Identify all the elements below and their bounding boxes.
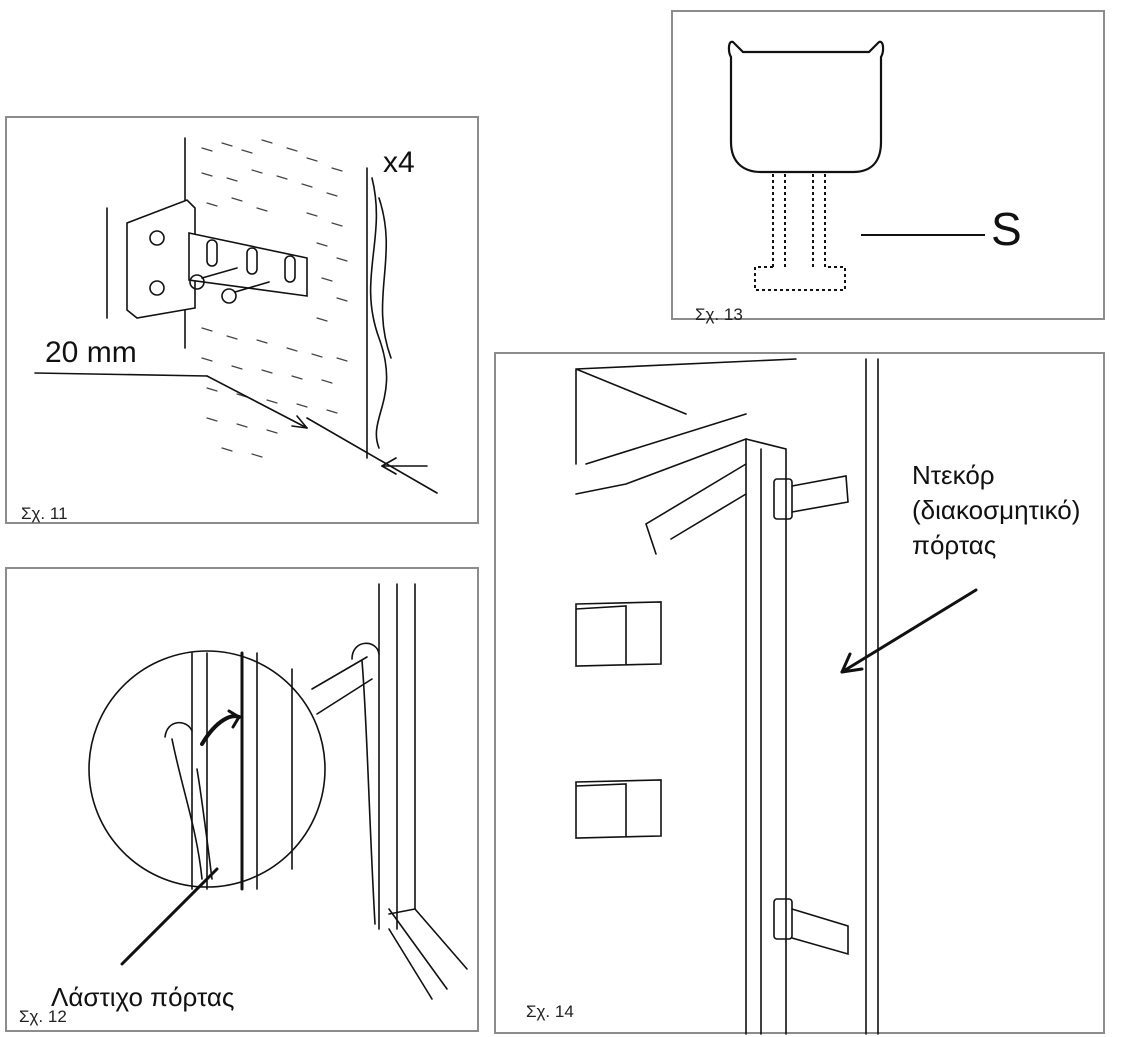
figure-12-caption: Σχ. 12 (19, 1007, 67, 1026)
figure-13-caption: Σχ. 13 (695, 305, 743, 324)
figure-12-panel: Λάστιχο πόρτας Σχ. 12 (5, 567, 479, 1032)
figure-13-drawing (727, 40, 985, 291)
figure-14-caption: Σχ. 14 (526, 1002, 574, 1021)
door-decor-label-line1: Ντεκόρ (912, 460, 995, 490)
s-marker-label: S (991, 203, 1022, 255)
figure-12-drawing (88, 583, 468, 1000)
figure-11-caption: Σχ. 11 (21, 504, 68, 523)
figure-13-panel: S Σχ. 13 (671, 10, 1105, 324)
figure-11-drawing (34, 137, 438, 494)
door-gasket-label: Λάστιχο πόρτας (51, 982, 235, 1012)
door-decor-label-line2: (διακοσμητικό) (912, 495, 1081, 525)
figure-11-panel: 20 mm x4 Σχ. 11 (5, 116, 479, 524)
door-decor-label: Ντεκόρ (διακοσμητικό) πόρτας (912, 458, 1080, 563)
figure-14-panel: Ντεκόρ (διακοσμητικό) πόρτας Σχ. 14 (494, 352, 1105, 1035)
figure-14-drawing (575, 358, 978, 1035)
door-decor-label-line3: πόρτας (912, 530, 997, 560)
multiplier-label: x4 (383, 146, 415, 179)
dimension-label: 20 mm (45, 336, 137, 369)
